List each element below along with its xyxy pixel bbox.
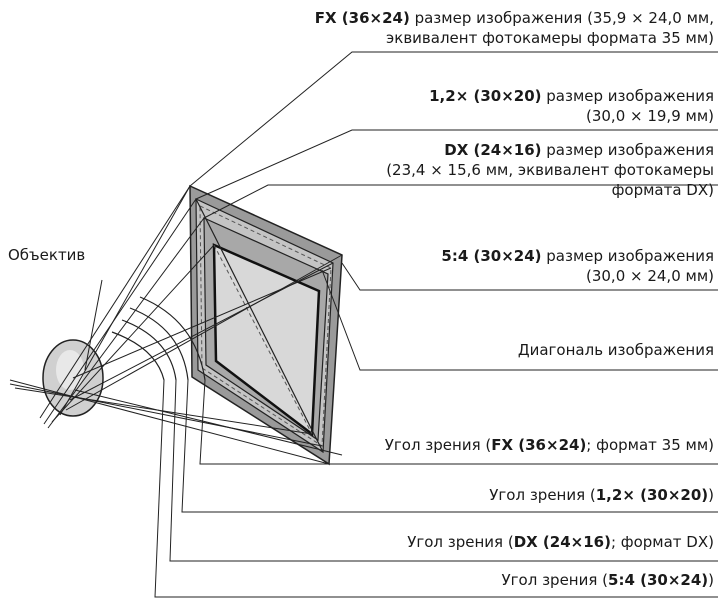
image-diagonal-dashed — [213, 244, 313, 435]
dx-size-label: DX (24×16) размер изображения (23,4 × 15… — [386, 140, 714, 200]
fx-size-line2: эквивалент фотокамеры формата 35 мм) — [386, 29, 714, 47]
image-diagonal — [195, 198, 324, 453]
leader-lines — [84, 51, 718, 598]
angle-fx-bold: FX (36×24) — [491, 436, 587, 454]
fx-size-bold: FX (36×24) — [314, 9, 410, 27]
fx-size-label: FX (36×24) размер изображения (35,9 × 24… — [315, 8, 714, 48]
angle-fx-pre: Угол зрения ( — [384, 436, 492, 454]
crop12-size-label: 1,2× (30×20) размер изображения (30,0 × … — [429, 86, 714, 126]
angle-54-bold: 5:4 (30×24) — [608, 571, 709, 589]
fx-size-rest: размер изображения (35,9 × 24,0 мм, — [409, 9, 714, 27]
angle-12-pre: Угол зрения ( — [489, 486, 596, 504]
diagonal-label: Диагональ изображения — [517, 341, 714, 359]
angle-fx-post: ; формат 35 мм) — [586, 436, 714, 454]
dx-size-line2: (23,4 × 15,6 мм, эквивалент фотокамеры — [386, 161, 714, 179]
angle-12-bold: 1,2× (30×20) — [595, 486, 709, 504]
dx-size-rest: размер изображения — [541, 141, 714, 159]
crop54-size-label: 5:4 (30×24) размер изображения (30,0 × 2… — [441, 246, 714, 286]
crop12-size-rest: размер изображения — [541, 87, 714, 105]
dx-size-line3: формата DX) — [611, 181, 714, 199]
angle-54-post: ) — [708, 571, 714, 589]
angle-dx-bold: DX (24×16) — [513, 533, 611, 551]
angle-54-pre: Угол зрения ( — [501, 571, 609, 589]
angle-dx-pre: Угол зрения ( — [407, 533, 514, 551]
crop54-size-bold: 5:4 (30×24) — [441, 247, 542, 265]
angle-54-label: Угол зрения (5:4 (30×24)) — [502, 570, 714, 590]
angle-12-post: ) — [708, 486, 714, 504]
lens-label: Объектив — [8, 246, 86, 264]
angle-dx-label: Угол зрения (DX (24×16); формат DX) — [407, 532, 714, 552]
crop12-size-line2: (30,0 × 19,9 мм) — [585, 107, 714, 125]
crop54-size-rest: размер изображения — [541, 247, 714, 265]
angle-fx-label: Угол зрения (FX (36×24); формат 35 мм) — [385, 435, 714, 455]
crop12-size-bold: 1,2× (30×20) — [429, 87, 542, 105]
angle-12-label: Угол зрения (1,2× (30×20)) — [489, 485, 714, 505]
light-rays — [9, 185, 343, 465]
angle-dx-post: ; формат DX) — [610, 533, 714, 551]
sensor-frames — [189, 184, 343, 466]
dx-size-bold: DX (24×16) — [444, 141, 542, 159]
angle-arcs — [111, 296, 206, 381]
crop54-size-line2: (30,0 × 24,0 мм) — [585, 267, 714, 285]
